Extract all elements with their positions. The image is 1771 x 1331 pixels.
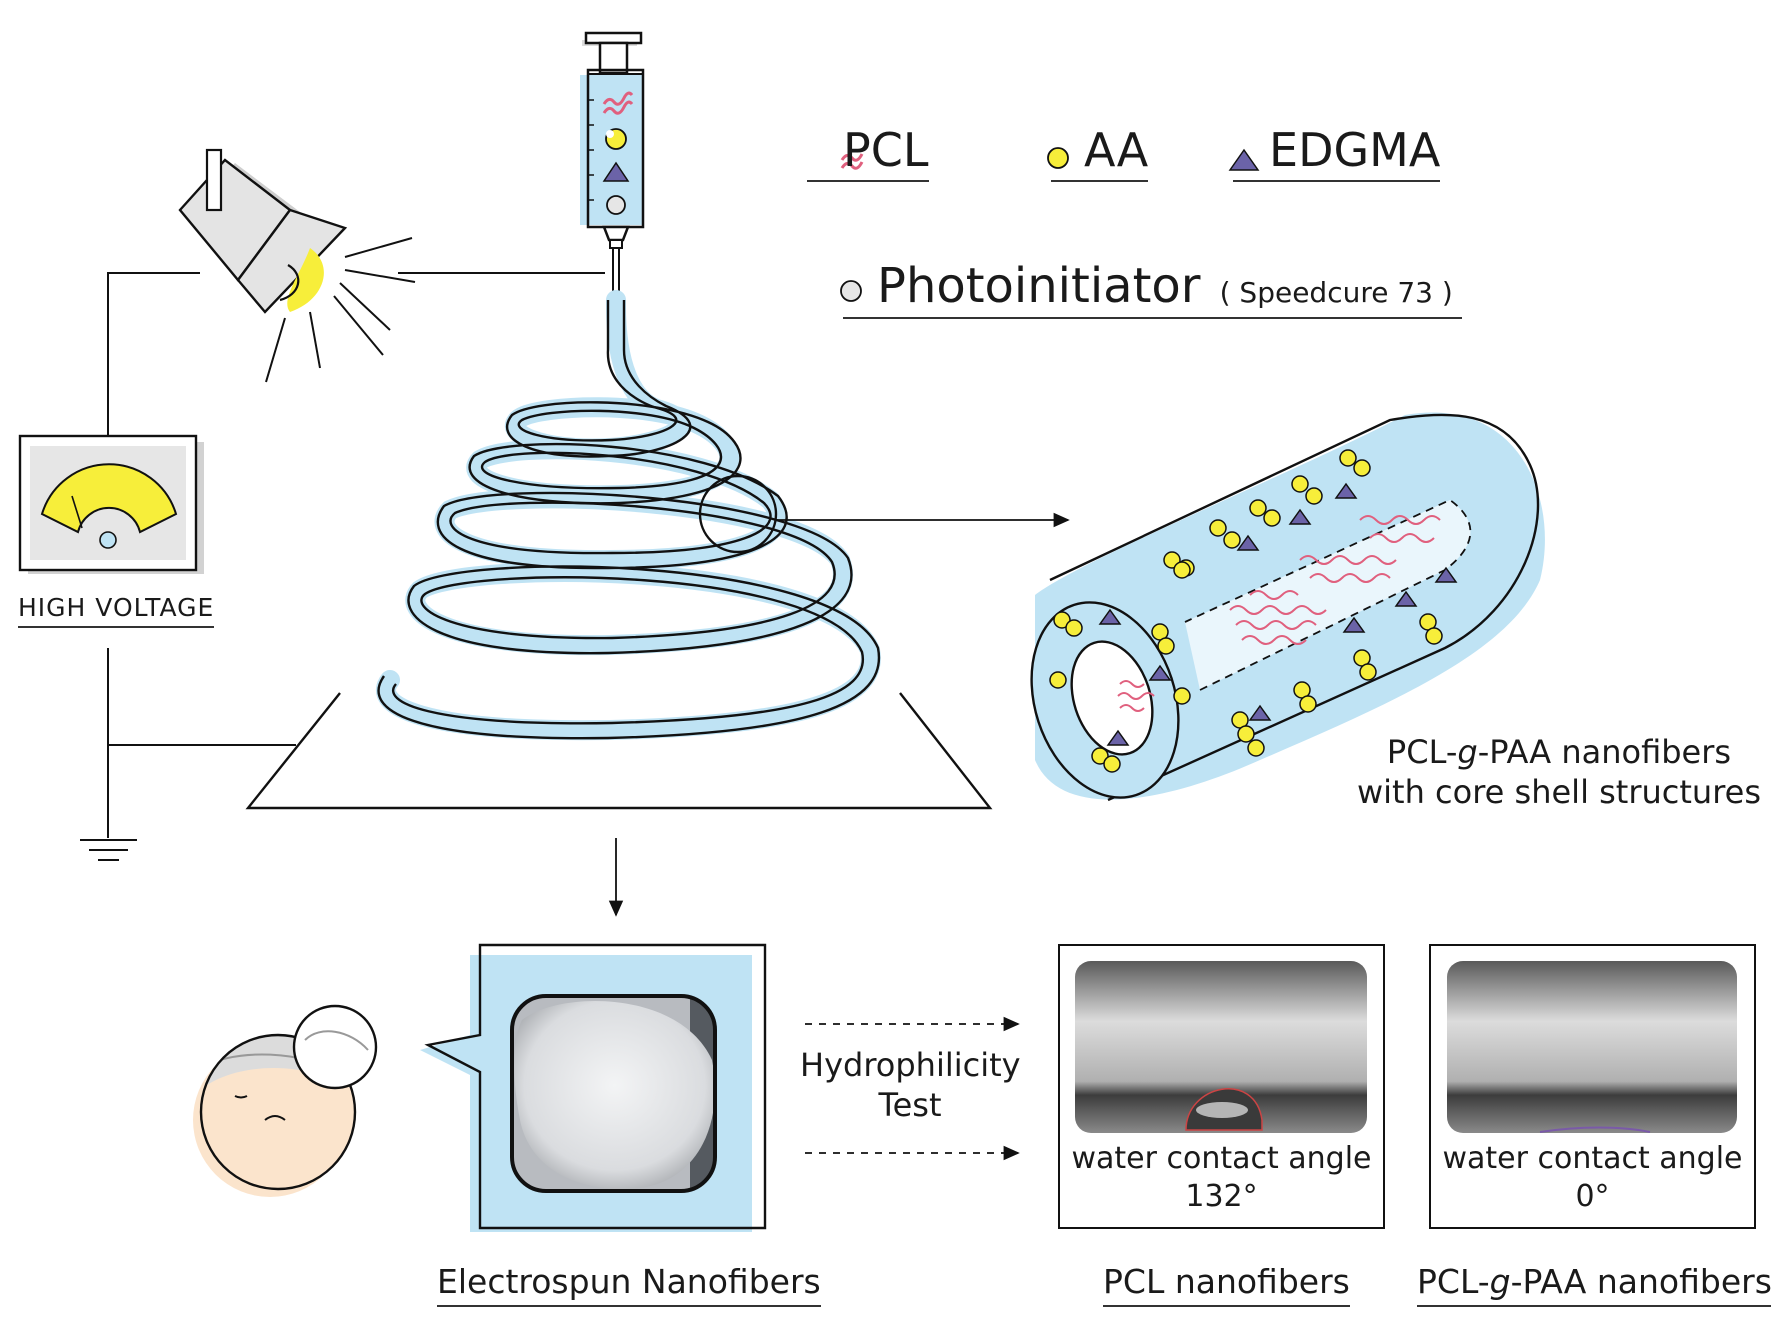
legend-photoinitiator-label: Photoinitiator ( Speedcure 73 ) — [843, 259, 1462, 319]
collector-plate — [245, 692, 993, 810]
aa-symbol-icon — [1047, 147, 1069, 169]
electrospun-nanofibers-label: Electrospun Nanofibers — [437, 1262, 821, 1307]
patient-head-illustration — [193, 1004, 378, 1197]
fiber-jet-coil — [375, 290, 881, 741]
legend-aa-label: AA — [1051, 124, 1149, 182]
legend-edgma-label: EDGMA — [1233, 124, 1441, 182]
wca-panel-pcl-g-paa — [1429, 944, 1756, 1229]
flow-arrows — [608, 512, 1070, 1161]
pcl-symbol-icon — [840, 161, 864, 170]
uv-lamp — [178, 148, 416, 383]
core-shell-caption: PCL-g-PAA nanofibers with core shell str… — [1356, 733, 1762, 811]
high-voltage-label: HIGH VOLTAGE — [18, 593, 215, 628]
legend-symbols — [840, 147, 1260, 302]
core-shell-nanofiber — [1030, 412, 1545, 802]
magnifier-circle — [698, 474, 778, 554]
hydrophilicity-test-label: Hydrophilicity Test — [800, 1046, 1021, 1124]
electrospun-sample — [420, 943, 767, 1232]
wca-panel-pcl — [1058, 944, 1385, 1229]
wiring — [80, 272, 605, 861]
high-voltage-supply — [18, 434, 204, 574]
syringe — [580, 31, 645, 305]
legend-pcl-label: PCL — [807, 124, 929, 182]
pcl-g-paa-nanofibers-label: PCL-g-PAA nanofibers — [1417, 1262, 1771, 1307]
pcl-nanofibers-label: PCL nanofibers — [1103, 1262, 1350, 1307]
wca-pcl-caption: water contact angle 132° — [1071, 1141, 1372, 1214]
edgma-symbol-icon — [1228, 148, 1260, 171]
photoinitiator-symbol-icon — [840, 280, 862, 302]
wca-pcl-g-paa-caption: water contact angle 0° — [1442, 1141, 1743, 1214]
